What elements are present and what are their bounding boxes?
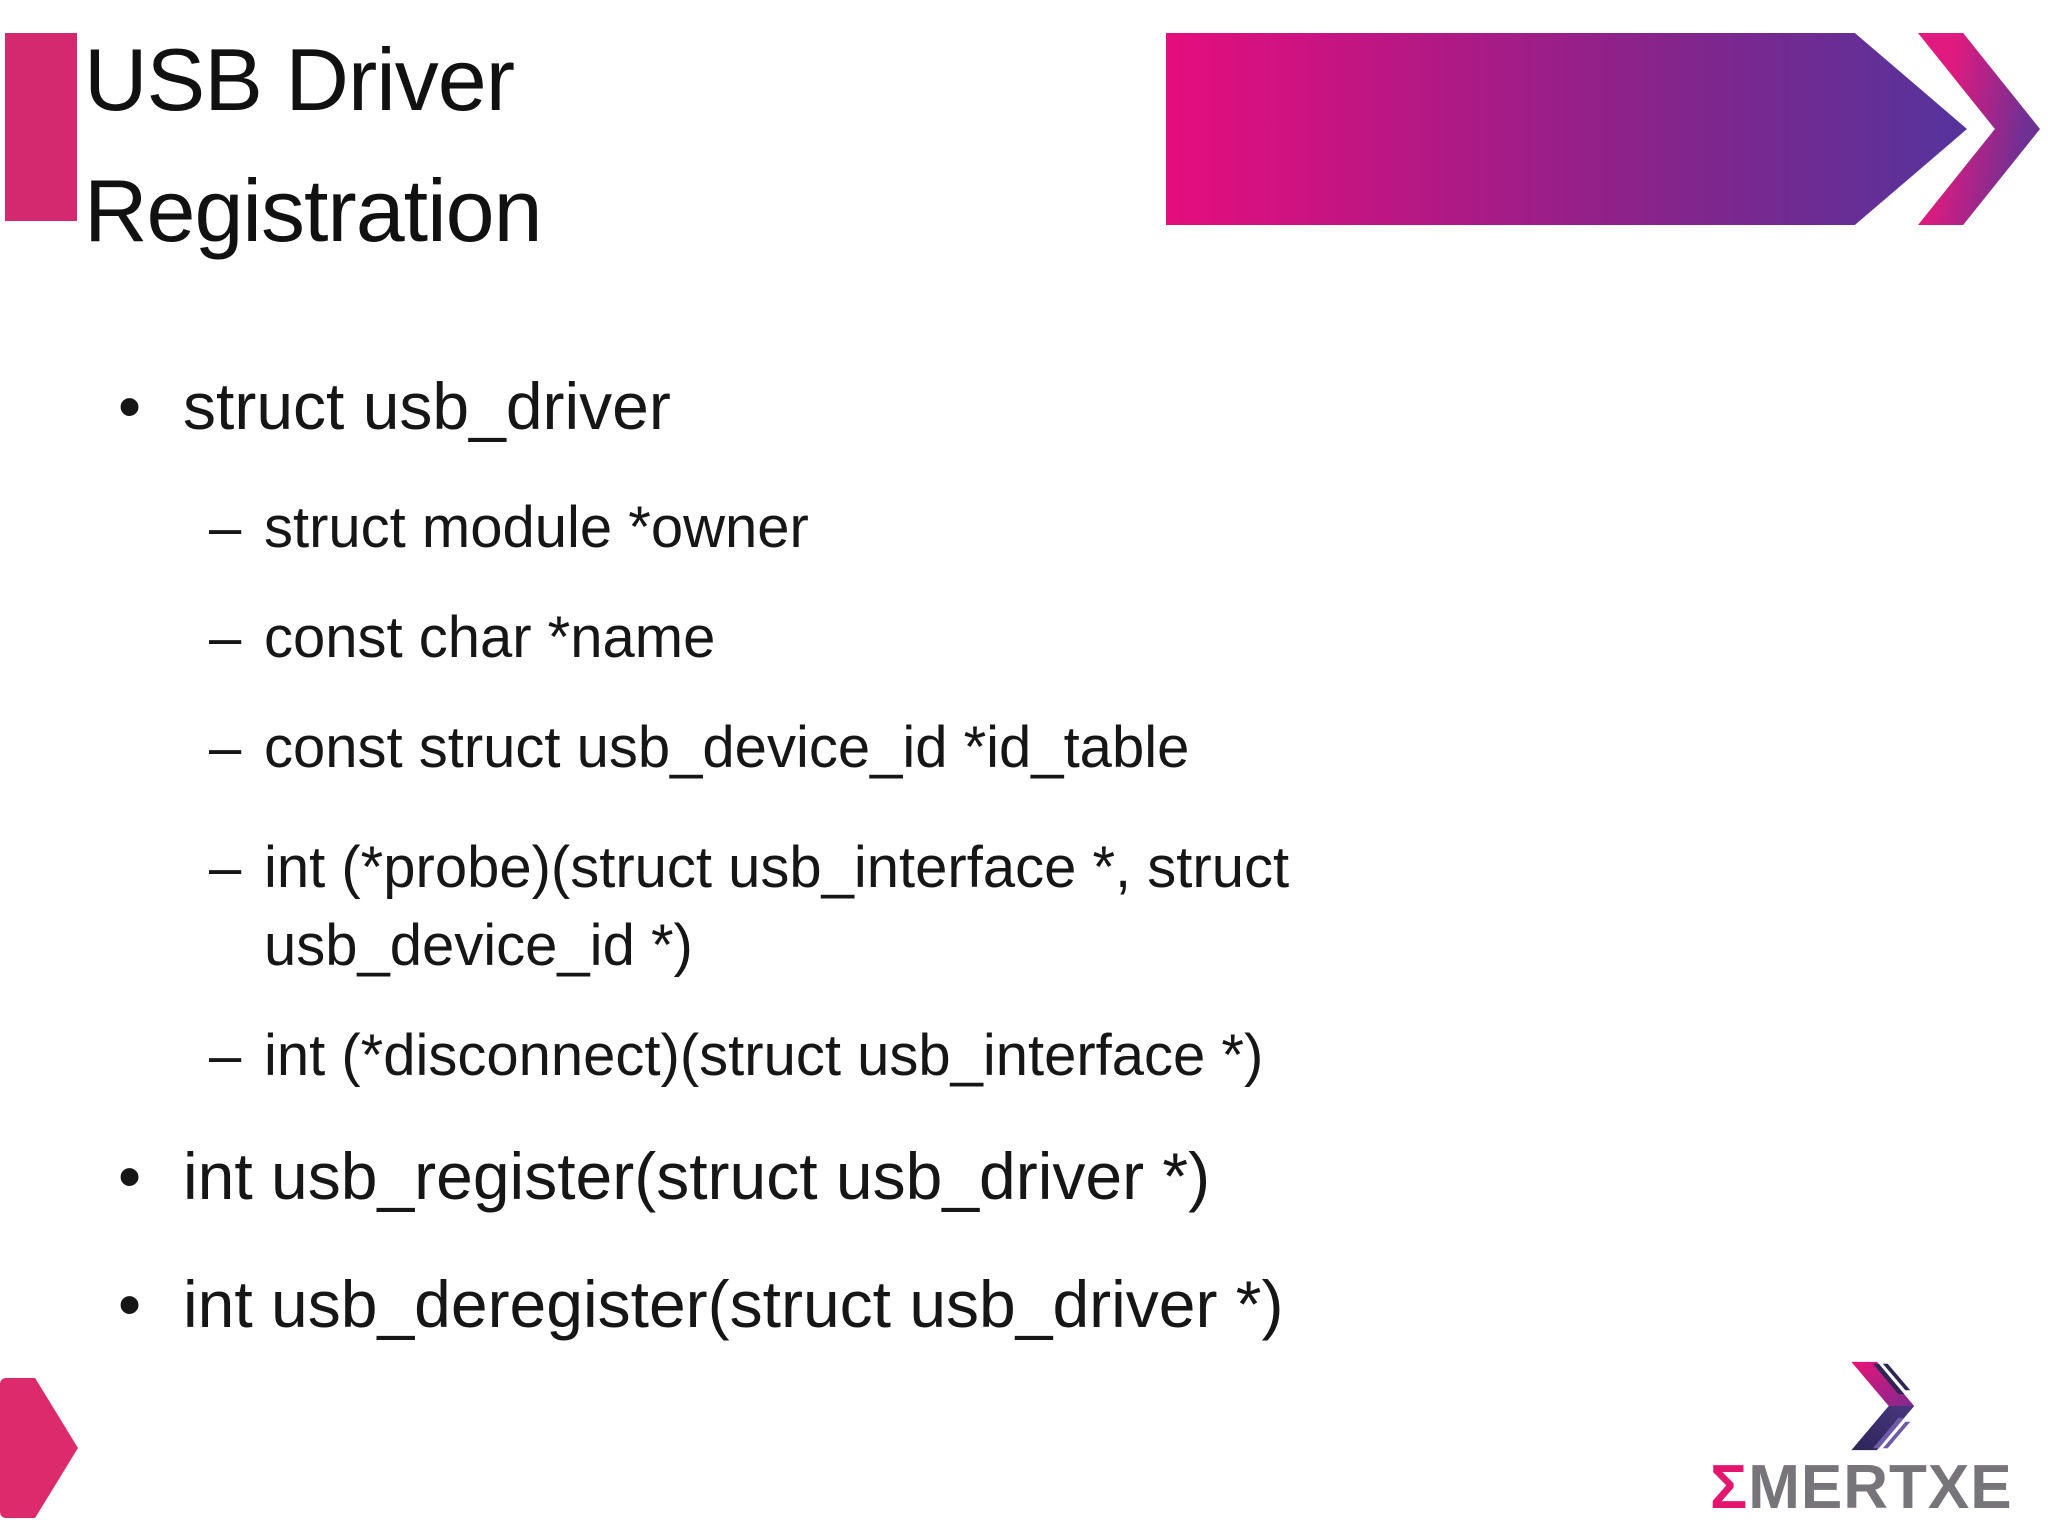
header-banner-arrow [1166,33,1967,225]
logo-sigma-glyph: Σ [1710,1453,1749,1522]
list-item: – const char *name [209,604,715,672]
list-item-text: int (*disconnect)(struct usb_interface *… [264,1023,1264,1088]
list-item: – const struct usb_device_id *id_table [209,714,1189,782]
bullet-icon: • [118,1139,142,1213]
list-item: – struct module *owner [209,494,809,562]
list-item: • int usb_deregister(struct usb_driver *… [118,1266,1283,1344]
list-item-text: int usb_deregister(struct usb_driver *) [183,1267,1284,1341]
logo-name: MERTXE [1748,1453,2013,1522]
emertxe-logo: ΣMERTXE [1700,1350,2030,1525]
list-item: – int (*disconnect)(struct usb_interface… [209,1022,1263,1090]
dash-icon: – [209,1023,242,1088]
list-item: – int (*probe)(struct usb_interface *, s… [209,829,1554,985]
bullet-icon: • [118,369,142,443]
dash-icon: – [209,715,242,780]
dash-icon: – [209,495,242,560]
list-item-text: int (*probe)(struct usb_interface *, str… [264,835,1290,978]
page-title: USB Driver Registration [84,30,543,260]
emertxe-chevron-icon [1851,1361,1915,1451]
list-item-text: const char *name [264,605,716,670]
dash-icon: – [209,605,242,670]
list-item-text: int usb_register(struct usb_driver *) [183,1139,1211,1213]
list-item-text: struct usb_driver [183,369,671,443]
emertxe-logo-text: ΣMERTXE [1710,1452,2013,1523]
list-item-text: struct module *owner [264,495,809,560]
list-item-text: const struct usb_device_id *id_table [264,715,1190,780]
dash-icon: – [209,835,242,900]
title-accent-bar [5,33,77,221]
list-item: • struct usb_driver [118,368,671,446]
bullet-icon: • [118,1267,142,1341]
list-item: • int usb_register(struct usb_driver *) [118,1138,1210,1216]
corner-arrow-decoration [0,1378,78,1518]
